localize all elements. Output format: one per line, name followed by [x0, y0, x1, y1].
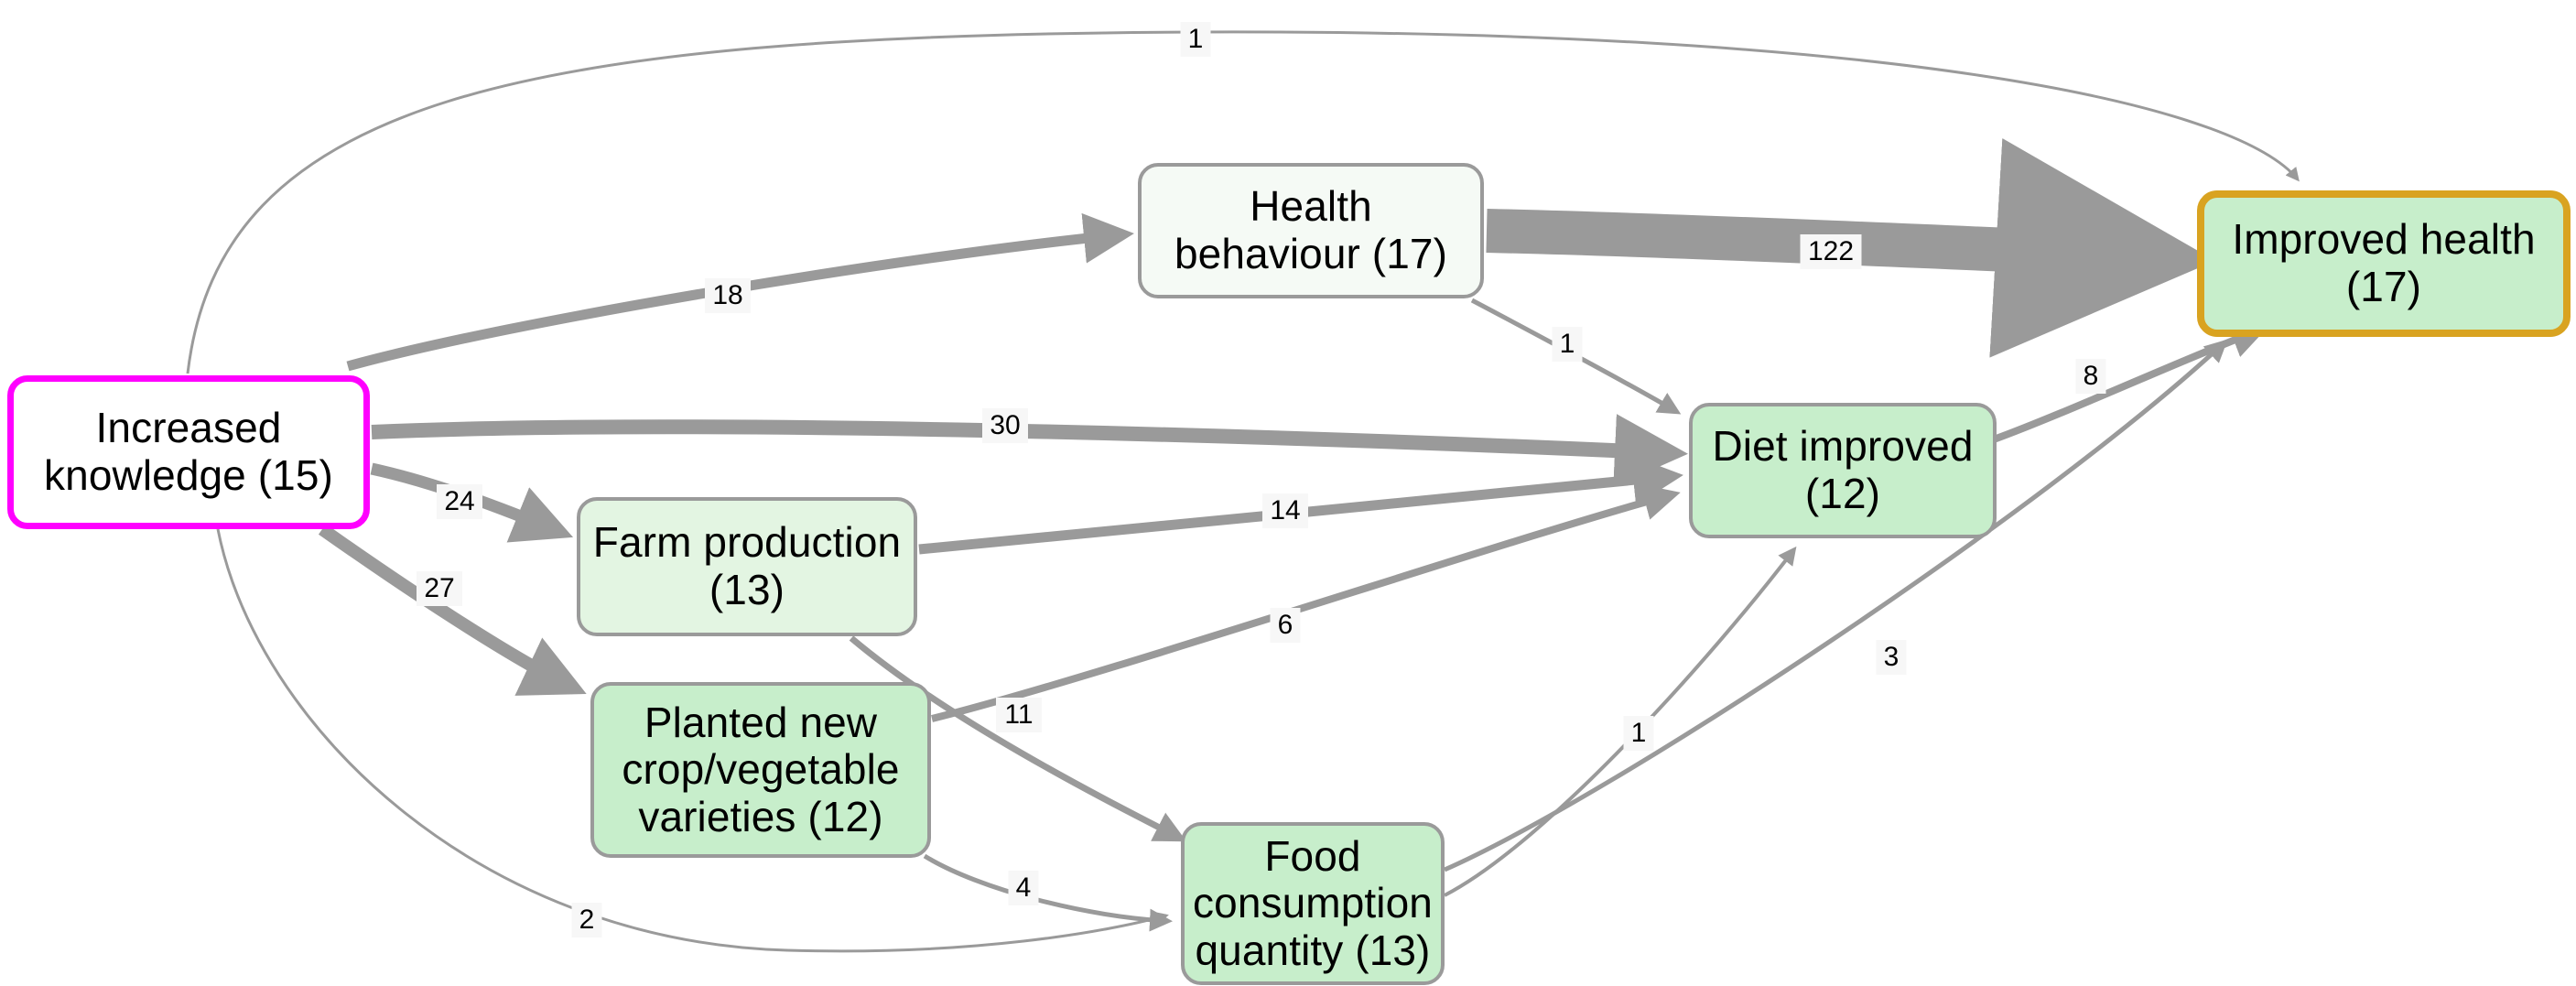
edge-label-backdrop — [1008, 871, 1039, 905]
edge-increased-knowledge-to-diet-improved — [371, 414, 1688, 488]
edge-label-backdrop — [417, 571, 462, 606]
edge-weight-label-fc-ih: 3 — [1884, 642, 1900, 672]
edge-label-backdrop — [1270, 608, 1301, 643]
edge-weight-label-fc-di: 1 — [1631, 718, 1647, 748]
edge-label-backdrop — [571, 903, 602, 937]
edge-health-behaviour-to-diet-improved — [1470, 298, 1682, 415]
edge-weight-label-ik-hb: 18 — [712, 280, 742, 310]
node-label: Farm production (13) — [592, 518, 902, 613]
edge-weight-label-fp-fc: 11 — [1004, 699, 1033, 730]
edge-planted-new-varieties-to-food-consumption — [923, 853, 1173, 932]
edge-weight-label-pn-fc: 4 — [1016, 872, 1032, 903]
node-farm-production[interactable]: Farm production (13) — [577, 497, 917, 636]
edge-label-backdrop — [2075, 359, 2106, 394]
edge-label-backdrop — [1552, 327, 1583, 362]
edge-weight-label-ik-fp: 24 — [444, 486, 474, 516]
node-label: Planted new crop/vegetable varieties (12… — [622, 698, 900, 840]
edge-weight-label-fp-di: 14 — [1270, 495, 1300, 526]
edge-label-backdrop — [1262, 493, 1308, 528]
node-health-behaviour[interactable]: Health behaviour (17) — [1138, 163, 1484, 298]
edge-weight-label-di-ih: 8 — [2084, 361, 2099, 391]
edge-label-backdrop — [996, 698, 1042, 732]
node-label: Improved health (17) — [2232, 215, 2536, 310]
edge-diet-improved-to-improved-health — [1992, 322, 2268, 443]
edge-farm-production-to-food-consumption — [849, 635, 1187, 842]
edge-increased-knowledge-to-planted-new-varieties — [318, 524, 587, 696]
node-label: Food consumption quantity (13) — [1193, 831, 1433, 974]
edge-label-backdrop — [705, 278, 751, 313]
edge-increased-knowledge-to-food-consumption — [216, 528, 1169, 953]
edge-label-backdrop — [1876, 640, 1907, 675]
node-label: Increased knowledge (15) — [44, 404, 333, 499]
node-increased-knowledge[interactable]: Increased knowledge (15) — [7, 375, 370, 529]
node-label: Health behaviour (17) — [1174, 182, 1448, 277]
node-diet-improved[interactable]: Diet improved (12) — [1689, 403, 1997, 538]
edge-weight-label-pn-di: 6 — [1278, 610, 1293, 640]
edge-labels-group: 1 18 30 24 27 2 122 1 14 11 6 4 1 3 8 — [417, 22, 2106, 937]
edge-label-backdrop — [437, 484, 482, 519]
node-food-consumption[interactable]: Food consumption quantity (13) — [1181, 822, 1445, 985]
edge-weight-label-ik-ih: 1 — [1188, 24, 1204, 54]
edge-weight-label-hb-di: 1 — [1560, 329, 1575, 359]
edge-planted-new-varieties-to-diet-improved — [931, 483, 1681, 722]
edge-weight-label-ik-fc: 2 — [579, 905, 595, 935]
node-improved-health[interactable]: Improved health (17) — [2197, 190, 2571, 337]
edge-label-backdrop — [1180, 22, 1211, 57]
edge-label-backdrop — [982, 408, 1028, 443]
edge-weight-label-hb-ih: 122 — [1808, 236, 1854, 266]
edge-food-consumption-to-improved-health — [1443, 339, 2228, 872]
edge-label-backdrop — [1800, 234, 1862, 269]
node-label: Diet improved (12) — [1712, 422, 1974, 517]
edge-weight-label-ik-di: 30 — [990, 410, 1020, 440]
edge-weight-label-ik-pn: 27 — [424, 573, 454, 603]
node-planted-new-varieties[interactable]: Planted new crop/vegetable varieties (12… — [590, 682, 931, 858]
edge-label-backdrop — [1623, 716, 1654, 751]
